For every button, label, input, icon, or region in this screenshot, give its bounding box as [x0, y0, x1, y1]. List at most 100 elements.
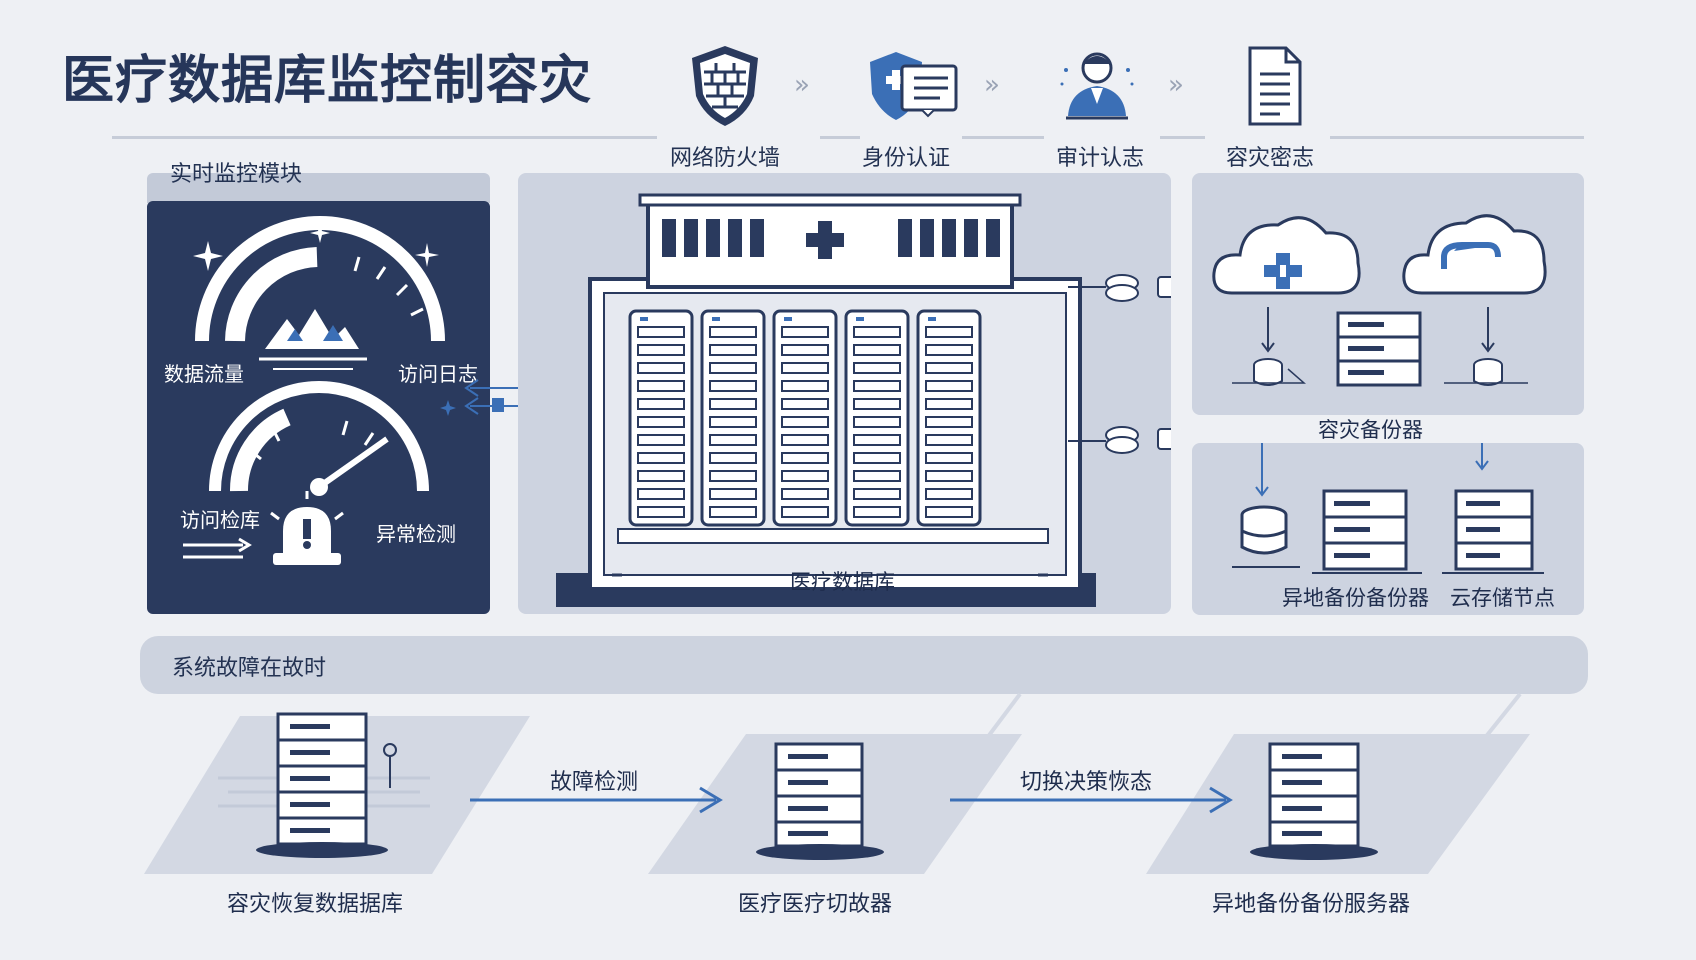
step-label-dr-log: 容灾密志 [1225, 146, 1314, 171]
server-slot [925, 326, 973, 338]
server-led [640, 317, 648, 321]
server-slot [853, 344, 901, 356]
server-slot [781, 416, 829, 428]
server-slot [853, 434, 901, 446]
chevron-right-icon: » [984, 70, 1000, 100]
server-slot [709, 398, 757, 410]
server-slot [781, 344, 829, 356]
server-slot [709, 434, 757, 446]
server-slot [637, 470, 685, 482]
backup-label: 容灾备份器 [1318, 418, 1423, 442]
identity-card-icon [862, 40, 958, 130]
server-led [784, 317, 792, 321]
server-slot [853, 398, 901, 410]
medical-database-illustration [556, 193, 1177, 607]
server-slot [709, 470, 757, 482]
server-slot [637, 362, 685, 374]
server-slot [781, 506, 829, 518]
server-slot [637, 326, 685, 338]
page-title: 医疗数据库监控制容灾 [62, 51, 593, 111]
chevron-right-icon: » [794, 70, 810, 100]
flow-arrow-label-fault-detection: 故障检测 [550, 770, 639, 795]
server-led [928, 317, 936, 321]
flow-arrow-label-switch-decision: 切换决策恢态 [1020, 770, 1153, 795]
server-slot [925, 470, 973, 482]
auditor-person-icon [1052, 40, 1142, 130]
failure-banner-text: 系统故障在故时 [172, 656, 327, 681]
server-slot [853, 488, 901, 500]
flow-node-label-medical-server: 医疗医疗切故器 [737, 892, 892, 917]
server-slot [925, 488, 973, 500]
offsite-backup-illustration [1232, 413, 1544, 574]
server-slot [853, 506, 901, 518]
server-slot [709, 452, 757, 464]
label-data-traffic: 数据流量 [164, 362, 244, 386]
server-slot [709, 344, 757, 356]
step-label-audit: 审计认志 [1055, 146, 1144, 171]
server-slot [853, 380, 901, 392]
server-slot [709, 326, 757, 338]
label-access-check: 访问检库 [180, 508, 260, 532]
server-slot [709, 380, 757, 392]
step-label-identity: 身份认证 [861, 146, 950, 171]
server-slot [853, 362, 901, 374]
monitor-panel [147, 201, 490, 614]
server-slot [853, 470, 901, 482]
server-slot [853, 416, 901, 428]
label-anomaly-detection: 异常检测 [376, 522, 456, 546]
server-slot [853, 452, 901, 464]
server-slot [925, 398, 973, 410]
server-slot [637, 398, 685, 410]
document-icon [1228, 40, 1318, 130]
server-slot [709, 506, 757, 518]
database-label: 医疗数据库 [790, 570, 895, 594]
server-slot [637, 506, 685, 518]
server-slot [925, 362, 973, 374]
server-slot [637, 380, 685, 392]
server-slot [709, 362, 757, 374]
database-panel [518, 173, 1177, 614]
offsite-backup-label: 异地备份备份器 [1282, 586, 1429, 610]
server-slot [781, 326, 829, 338]
server-slot [781, 470, 829, 482]
server-slot [781, 362, 829, 374]
step-label-firewall: 网络防火墙 [669, 146, 780, 171]
failure-banner [140, 636, 1588, 694]
server-slot [925, 434, 973, 446]
server-slot [781, 380, 829, 392]
cloud-storage-label: 云存储节点 [1450, 586, 1555, 610]
title-divider [112, 136, 657, 139]
label-access-log: 访问日志 [398, 362, 478, 386]
firewall-shield-icon [680, 40, 770, 130]
server-slot [925, 452, 973, 464]
server-slot [781, 488, 829, 500]
flow-node-label-offsite-server: 异地备份备份服务器 [1211, 892, 1410, 917]
cloud-backup-illustration [1212, 214, 1547, 387]
header-divider [820, 136, 860, 139]
server-slot [709, 488, 757, 500]
header-divider [962, 136, 1044, 139]
server-slot [637, 434, 685, 446]
server-slot [637, 416, 685, 428]
flow-node-label-dr-database: 容灾恢复数据据库 [226, 892, 403, 917]
server-slot [853, 326, 901, 338]
server-slot [781, 434, 829, 446]
server-slot [709, 416, 757, 428]
server-slot [637, 452, 685, 464]
header-divider [1160, 136, 1205, 139]
server-slot [925, 506, 973, 518]
chevron-right-icon: » [1168, 70, 1184, 100]
server-slot [637, 344, 685, 356]
backup-panel [1192, 173, 1584, 415]
server-slot [781, 398, 829, 410]
server-slot [925, 416, 973, 428]
server-slot [637, 488, 685, 500]
gauges-illustration [183, 216, 445, 565]
offsite-panel [1192, 413, 1584, 615]
monitor-panel-header [147, 173, 490, 203]
server-led [712, 317, 720, 321]
server-slot [925, 344, 973, 356]
server-led [856, 317, 864, 321]
server-slot [781, 452, 829, 464]
failover-flow [144, 692, 1530, 874]
